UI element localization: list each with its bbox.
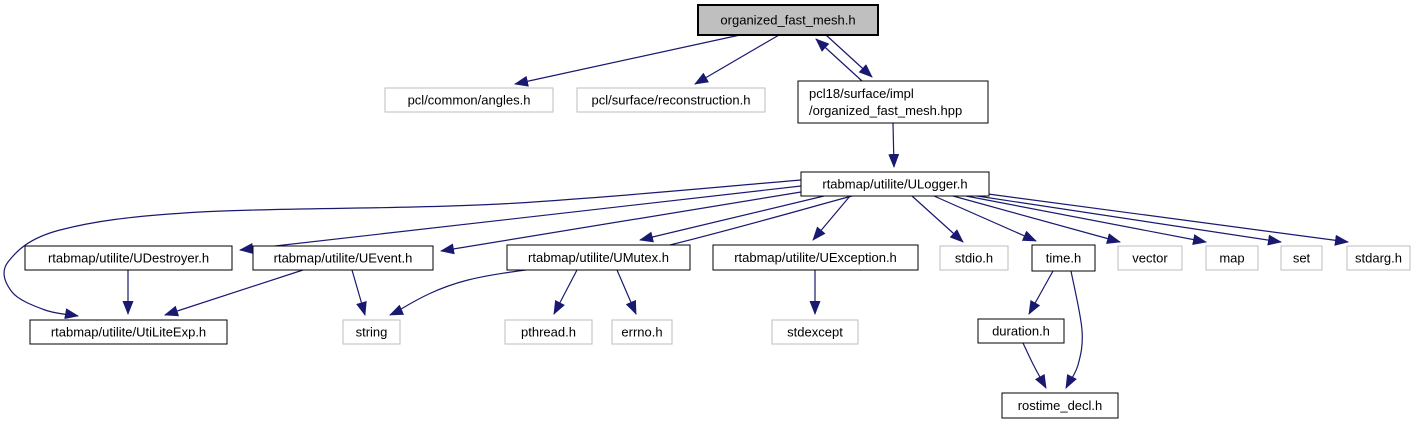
node-label-stdexcept: stdexcept [787,325,843,340]
node-box-stdexcept [771,319,859,345]
edge-ulogger-to-udestroyer [239,185,802,254]
node-reconstruction: pcl/surface/reconstruction.h [576,87,766,113]
edge-ulogger-to-uevent [440,191,802,255]
node-label-udestroyer: rtabmap/utilite/UDestroyer.h [48,251,209,266]
node-box-ulogger[interactable] [800,171,990,197]
edges-layer [3,34,1349,389]
node-box-vector [1117,245,1183,271]
node-ulogger[interactable]: rtabmap/utilite/ULogger.h [800,171,990,197]
edge-ulogger-to-umutex [639,195,825,243]
node-box-rostime[interactable] [1001,392,1119,419]
node-box-angles [384,87,554,113]
node-box-umutex[interactable] [506,244,691,271]
node-label-map: map [1219,251,1244,266]
node-box-errno [611,319,673,345]
node-uevent[interactable]: rtabmap/utilite/UEvent.h [252,245,434,271]
node-label-hpp-line1: /organized_fast_mesh.hpp [809,103,962,118]
edge-uevent-to-utiliteexp [164,269,304,317]
node-map: map [1205,245,1259,271]
node-stdio: stdio.h [939,245,1009,271]
node-duration[interactable]: duration.h [977,318,1065,344]
node-label-duration: duration.h [992,324,1050,339]
node-utiliteexp[interactable]: rtabmap/utilite/UtiLiteExp.h [29,319,228,345]
node-label-hpp-line0: pcl18/surface/impl [809,86,914,101]
node-box-stdarg [1346,245,1411,271]
node-label-vector: vector [1132,251,1168,266]
node-box-time[interactable] [1031,244,1096,272]
node-label-pthread: pthread.h [521,325,576,340]
node-box-string [342,319,401,345]
node-box-hpp[interactable] [797,80,989,124]
node-string: string [342,319,401,345]
node-box-map [1205,245,1259,271]
node-box-set [1280,245,1323,271]
edge-ulogger-to-time [933,195,1037,242]
edge-hpp-to-ulogger [888,122,900,168]
node-label-angles: pcl/common/angles.h [408,93,531,108]
node-errno: errno.h [611,319,673,345]
node-label-rostime: rostime_decl.h [1018,398,1103,413]
node-label-ulogger: rtabmap/utilite/ULogger.h [822,177,967,192]
edge-umutex-to-pthread [553,269,578,315]
node-hpp[interactable]: pcl18/surface/impl/organized_fast_mesh.h… [797,80,989,124]
node-label-utiliteexp: rtabmap/utilite/UtiLiteExp.h [51,325,206,340]
node-label-errno: errno.h [621,325,662,340]
node-vector: vector [1117,245,1183,271]
edge-ulogger-to-set [976,195,1282,246]
node-box-utiliteexp[interactable] [29,319,228,345]
edge-main-to-angles [514,34,741,87]
edge-main-to-hpp [825,34,873,78]
node-set: set [1280,245,1323,271]
node-label-stdio: stdio.h [955,251,993,266]
node-umutex[interactable]: rtabmap/utilite/UMutex.h [506,244,691,271]
node-stdexcept: stdexcept [771,319,859,345]
node-label-main: organized_fast_mesh.h [720,13,855,28]
node-box-pthread [504,319,593,345]
nodes-layer: organized_fast_mesh.h pcl/common/angles.h… [24,4,1411,419]
edge-ulogger-to-stdio [911,195,964,243]
node-box-uevent[interactable] [252,245,434,271]
node-label-time: time.h [1046,251,1081,266]
node-main: organized_fast_mesh.h [697,4,879,36]
node-angles: pcl/common/angles.h [384,87,554,113]
node-box-udestroyer[interactable] [24,245,233,271]
node-label-uevent: rtabmap/utilite/UEvent.h [274,251,413,266]
edge-main-to-reconstruction [694,34,780,85]
node-time[interactable]: time.h [1031,244,1096,272]
edge-ulogger-to-vector [952,195,1121,244]
node-box-reconstruction [576,87,766,113]
node-stdarg: stdarg.h [1346,245,1411,271]
edge-duration-to-rostime [1022,342,1047,389]
node-udestroyer[interactable]: rtabmap/utilite/UDestroyer.h [24,245,233,271]
edge-ulogger-to-uexception [812,195,851,241]
edge-ulogger-to-utiliteexp [3,179,802,320]
edge-umutex-to-errno [616,269,637,315]
node-label-reconstruction: pcl/surface/reconstruction.h [592,93,751,108]
edge-hpp-to-main [815,38,863,82]
node-box-uexception[interactable] [712,244,919,271]
edge-time-to-rostime [1065,270,1083,389]
edge-uevent-to-string [351,269,367,316]
node-label-umutex: rtabmap/utilite/UMutex.h [528,250,669,265]
edge-time-to-duration [1028,270,1054,315]
node-label-string: string [356,325,388,340]
node-box-stdio [939,245,1009,271]
node-rostime[interactable]: rostime_decl.h [1001,392,1119,419]
node-pthread: pthread.h [504,319,593,345]
node-uexception[interactable]: rtabmap/utilite/UException.h [712,244,919,271]
node-box-main [697,4,879,36]
node-label-uexception: rtabmap/utilite/UException.h [734,250,897,265]
node-label-stdarg: stdarg.h [1355,251,1402,266]
node-label-set: set [1293,251,1311,266]
edge-ulogger-to-map [965,195,1207,245]
edge-ulogger-to-stdarg [987,193,1349,246]
node-box-duration[interactable] [977,318,1065,344]
